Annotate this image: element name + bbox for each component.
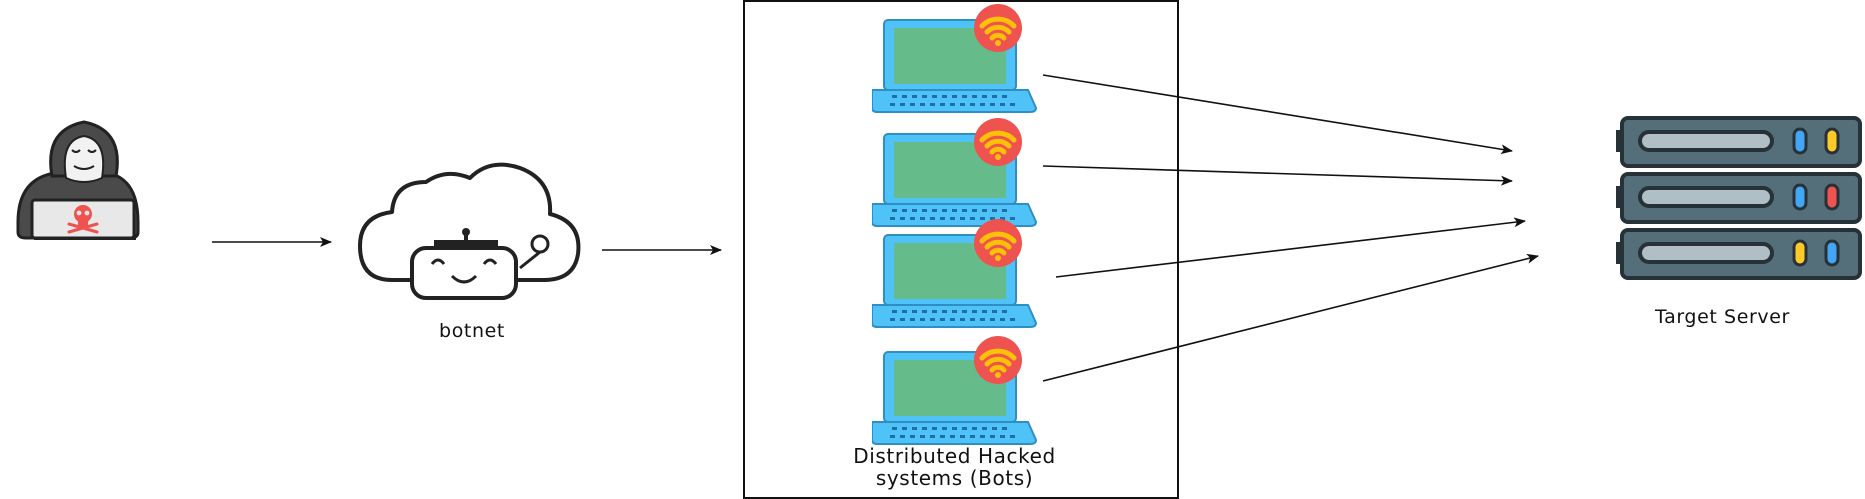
- target-server-label: Target Server: [1655, 306, 1790, 328]
- botnet-label: botnet: [439, 320, 505, 342]
- bots-label: Distributed Hacked systems (Bots): [782, 445, 1127, 489]
- hacker-icon: [16, 120, 140, 240]
- laptop-wifi-icon: [872, 118, 1036, 226]
- edge-bot-4-target: [1042, 253, 1539, 382]
- skull-icon: [67, 205, 99, 234]
- server-rack-icon: [1616, 116, 1862, 280]
- laptop-wifi-icon: [872, 4, 1036, 112]
- edge-bot-1-target: [1042, 74, 1513, 155]
- bots-label-line-1: Distributed Hacked: [853, 444, 1056, 468]
- bots-group-container: [743, 0, 1179, 499]
- edge-bot-3-target: [1055, 217, 1526, 278]
- laptop-wifi-icon: [872, 219, 1036, 327]
- laptop-wifi-icon: [872, 336, 1036, 444]
- edge-bot-2-target: [1042, 165, 1513, 186]
- cloud-robot-icon: [358, 162, 581, 300]
- bots-label-line-2: systems (Bots): [875, 466, 1034, 490]
